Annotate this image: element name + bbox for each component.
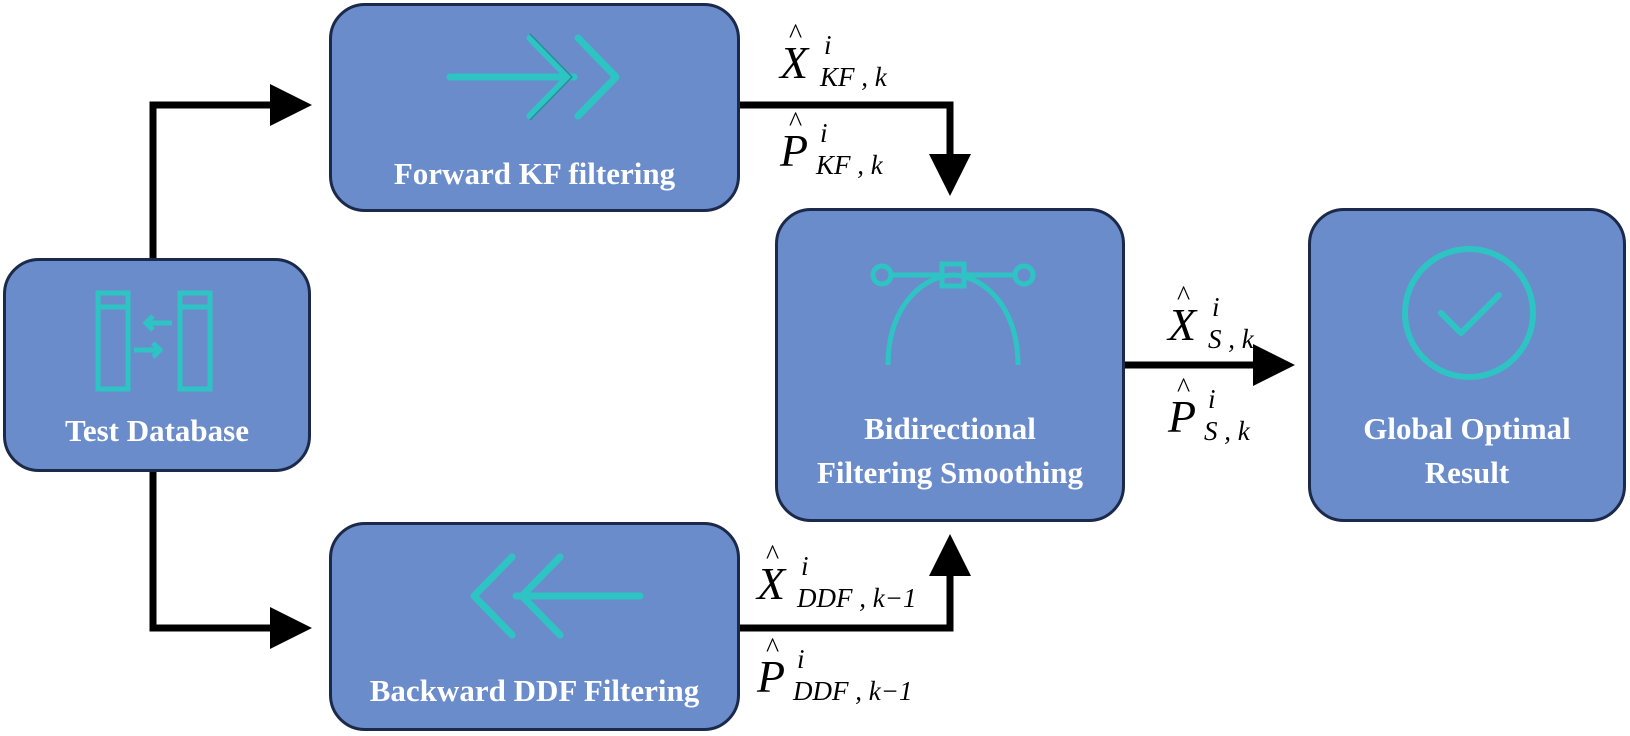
bezier-curve-icon [870, 261, 1036, 366]
forward-kf-node: Forward KF filtering [329, 3, 740, 212]
arrow-db-to-forward [149, 84, 312, 258]
edge-label-x-kf: ^X i KF , k [780, 19, 887, 92]
math-base: P [1168, 391, 1197, 442]
check-circle-icon [1402, 246, 1536, 380]
arrow-db-to-backward [149, 472, 312, 649]
backward-ddf-label: Backward DDF Filtering [369, 673, 700, 708]
math-base: P [780, 125, 809, 176]
math-base: P [757, 651, 786, 702]
edge-label-p-ddf: ^P i DDF , k−1 [757, 633, 913, 706]
result-label-line2: Result [1424, 455, 1510, 490]
smoothing-node: Bidirectional Filtering Smoothing [775, 208, 1125, 522]
math-sub: S , k [1204, 416, 1250, 446]
edge-label-p-kf: ^P i KF , k [780, 107, 883, 180]
math-sub: KF , k [816, 150, 883, 180]
test-database-label: Test Database [64, 413, 249, 448]
math-sup: i [801, 551, 809, 581]
result-label-line1: Global Optimal [1363, 411, 1571, 446]
arrow-backward-to-smoothing [740, 534, 971, 632]
database-compare-icon [95, 290, 213, 392]
math-sub: S , k [1208, 324, 1254, 354]
double-arrow-right-icon [446, 33, 620, 121]
math-sup: i [797, 644, 805, 674]
math-base: X [780, 37, 809, 88]
math-sub: DDF , k−1 [793, 676, 913, 706]
edge-label-x-s: ^X i S , k [1168, 281, 1254, 354]
math-sup: i [820, 118, 828, 148]
math-sub: DDF , k−1 [797, 583, 917, 613]
math-sup: i [824, 30, 832, 60]
test-database-node: Test Database [3, 258, 311, 472]
smoothing-label-line2: Filtering Smoothing [816, 455, 1084, 490]
edge-label-p-s: ^P i S , k [1168, 373, 1250, 446]
double-arrow-left-icon [470, 553, 644, 639]
forward-kf-label: Forward KF filtering [393, 156, 676, 191]
math-sup: i [1212, 292, 1220, 322]
edge-label-x-ddf: ^X i DDF , k−1 [757, 540, 917, 613]
backward-ddf-node: Backward DDF Filtering [329, 522, 740, 731]
result-node: Global Optimal Result [1308, 208, 1626, 522]
smoothing-label-line1: Bidirectional [864, 411, 1036, 446]
math-base: X [1168, 299, 1197, 350]
math-sup: i [1208, 384, 1216, 414]
math-base: X [757, 558, 786, 609]
math-sub: KF , k [820, 62, 887, 92]
arrow-forward-to-smoothing [740, 101, 971, 196]
